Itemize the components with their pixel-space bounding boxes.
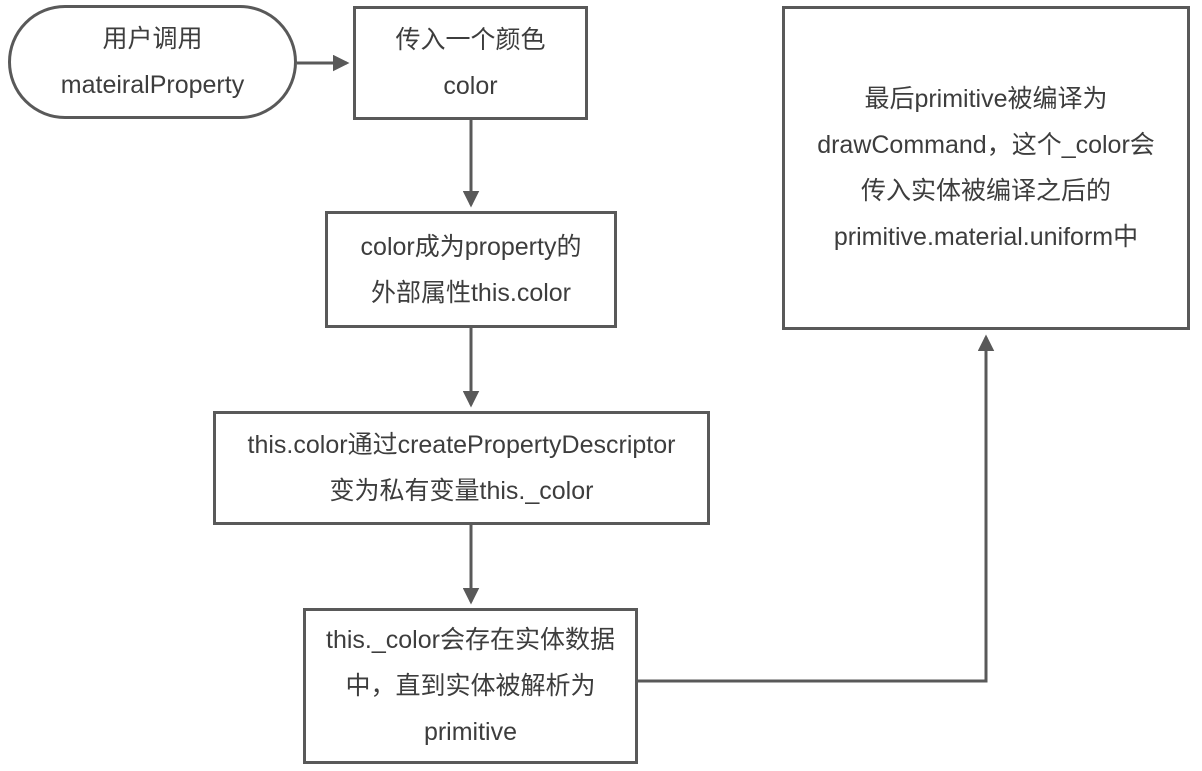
node-draw-command-line-4: primitive.material.uniform中 (833, 223, 1139, 251)
node-create-property-descriptor-line-1: this.color通过createPropertyDescriptor (247, 431, 676, 459)
node-external-property: color成为property的 外部属性this.color (325, 211, 617, 328)
node-external-property-line-2: 外部属性this.color (370, 278, 572, 307)
node-input-color-line-1: 传入一个颜色 (395, 26, 546, 54)
node-entity-data-line-1: this._color会存在实体数据 (326, 626, 615, 654)
node-draw-command-line-2: drawCommand，这个_color会 (817, 131, 1155, 159)
node-entity-data: this._color会存在实体数据 中，直到实体被解析为 primitive (303, 608, 638, 764)
node-draw-command-line-1: 最后primitive被编译为 (864, 85, 1108, 113)
node-draw-command: 最后primitive被编译为 drawCommand，这个_color会 传入… (782, 6, 1190, 330)
node-entity-data-line-2: 中，直到实体被解析为 (345, 672, 596, 700)
node-input-color-line-2: color (443, 72, 498, 100)
node-create-property-descriptor-line-2: 变为私有变量this._color (329, 477, 594, 505)
node-start-line-1: 用户调用 (102, 25, 203, 53)
node-draw-command-line-3: 传入实体被编译之后的 (860, 177, 1111, 205)
node-start-line-2: mateiralProperty (60, 71, 245, 99)
node-input-color: 传入一个颜色 color (353, 6, 588, 120)
node-entity-data-line-3: primitive (423, 718, 518, 746)
node-create-property-descriptor: this.color通过createPropertyDescriptor 变为私… (213, 411, 710, 525)
node-start: 用户调用 mateiralProperty (8, 5, 297, 119)
node-external-property-line-1: color成为property的 (360, 232, 582, 261)
